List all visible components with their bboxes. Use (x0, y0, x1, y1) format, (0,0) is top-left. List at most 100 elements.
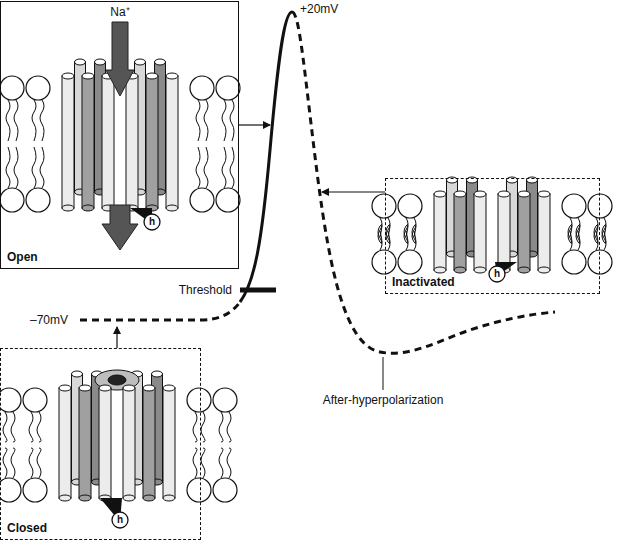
channel-helix (166, 76, 178, 208)
lipid-tail (3, 412, 7, 442)
lipid-tail (32, 100, 36, 141)
depolarization-curve (240, 12, 292, 302)
lipid-tail (219, 412, 223, 442)
helix-top (99, 385, 111, 391)
channel-helix (126, 76, 138, 208)
lipid-tail (37, 412, 41, 442)
helix-top (498, 191, 510, 197)
lipid-tail (29, 448, 33, 478)
phase-label: After-hyperpolarization (323, 394, 444, 406)
channel-helix (62, 76, 74, 208)
lipid-head (216, 188, 240, 212)
lipid-tail (412, 224, 416, 250)
channel-helix (163, 388, 175, 498)
lipid-tail (201, 448, 205, 478)
lipid-tail (227, 412, 231, 442)
h-gate (144, 214, 160, 230)
helix-top (538, 191, 550, 197)
ion-flow-arrow (106, 22, 134, 96)
helix-bottom (474, 267, 486, 273)
helix-bottom (82, 205, 94, 211)
helix-top (454, 191, 466, 197)
channel-helix (518, 194, 530, 270)
channel-helix (434, 194, 446, 270)
channel-helix (102, 76, 114, 208)
lipid-tail (576, 224, 580, 250)
lipid-tail (594, 224, 598, 250)
lipid-tail (14, 147, 18, 188)
lipid-tail (378, 224, 382, 250)
helix-bottom (163, 495, 175, 501)
lipid-tail (568, 224, 572, 250)
lipid-tail (204, 147, 208, 188)
repolarization-curve (292, 12, 555, 353)
lipid-head (190, 188, 214, 212)
state-arrow (116, 327, 117, 348)
lipid-head (190, 76, 214, 100)
lipid-head (26, 76, 50, 100)
helix-top (146, 73, 158, 79)
lipid-tail (32, 147, 36, 188)
state-label: Open (7, 250, 38, 264)
voltage-label: +20mV (300, 3, 338, 15)
helix-bottom (123, 495, 135, 501)
state-box: Closed (0, 348, 201, 540)
lipid-head (0, 388, 21, 412)
lipid-head (562, 250, 586, 274)
lipid-head (187, 388, 211, 412)
lipid-head (398, 250, 422, 274)
voltage-label: –70mV (30, 314, 68, 326)
state-arrow (322, 191, 385, 192)
lipid-tail (602, 224, 606, 250)
lipid-head (562, 194, 586, 218)
lipid-tail (204, 100, 208, 141)
lipid-head (0, 188, 24, 212)
helix-top (166, 73, 178, 79)
lipid-head (23, 478, 47, 502)
state-label: Inactivated (392, 275, 455, 289)
state-box: Inactivated (385, 178, 600, 294)
helix-top (72, 371, 83, 377)
helix-top (62, 73, 74, 79)
lipid-head (213, 478, 237, 502)
helix-top (163, 385, 175, 391)
lipid-tail (230, 147, 234, 188)
channel-helix (538, 194, 550, 270)
channel-helix (498, 194, 510, 270)
lipid-head (216, 76, 240, 100)
resting-potential (80, 302, 240, 320)
state-arrow (238, 124, 270, 125)
ion-label: Na⁺ (110, 6, 129, 18)
gate-label: h (117, 515, 123, 525)
lipid-tail (404, 224, 408, 250)
threshold-bar (240, 288, 276, 293)
lipid-head (0, 478, 21, 502)
helix-top (143, 385, 155, 391)
channel-helix (59, 388, 71, 498)
lipid-tail (193, 448, 197, 478)
helix-bottom (434, 267, 446, 273)
helix-top (434, 191, 446, 197)
lipid-tail (37, 448, 41, 478)
channel-pore (95, 370, 139, 390)
lipid-tail (6, 100, 10, 141)
helix-bottom (454, 267, 466, 273)
channel-helix (146, 76, 158, 208)
channel-helix (143, 388, 155, 498)
lipid-head (588, 250, 612, 274)
lipid-tail (11, 412, 15, 442)
helix-top (123, 385, 135, 391)
helix-bottom (62, 205, 74, 211)
lipid-tail (196, 100, 200, 141)
lipid-tail (222, 147, 226, 188)
helix-bottom (59, 495, 71, 501)
gate-label: h (494, 269, 500, 279)
helix-bottom (166, 205, 178, 211)
state-box: Open (0, 1, 239, 269)
leader-line (383, 357, 384, 390)
channel-helix (82, 76, 94, 208)
gate-label: h (149, 217, 155, 227)
helix-top (82, 73, 94, 79)
lipid-tail (230, 100, 234, 141)
